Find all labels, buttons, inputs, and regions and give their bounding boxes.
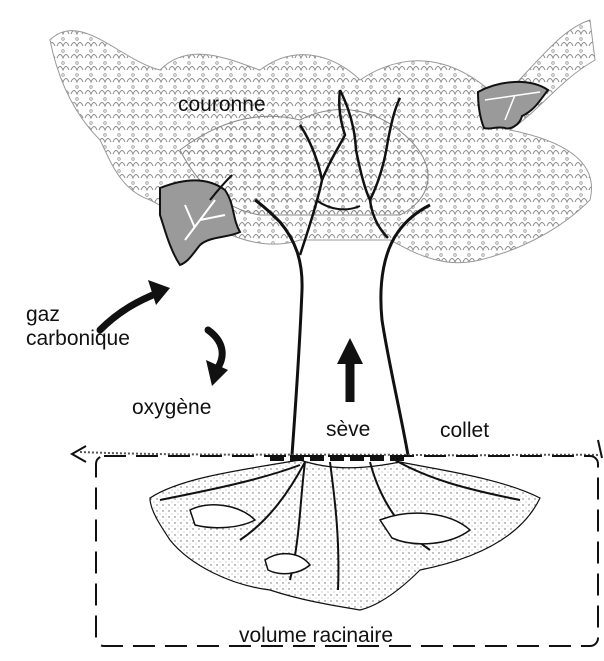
leaf-right xyxy=(478,82,548,129)
oxygen-arrow xyxy=(206,330,228,386)
label-crown: couronne xyxy=(178,93,266,117)
label-collar: collet xyxy=(440,419,489,443)
tree-crown-foliage xyxy=(50,20,595,263)
label-sap: sève xyxy=(326,418,370,442)
roots xyxy=(150,460,540,610)
ground-arrow-left xyxy=(72,446,86,462)
label-oxygen: oxygène xyxy=(132,396,211,420)
label-carbon-dioxide: gaz carbonique xyxy=(26,303,130,351)
sap-arrow xyxy=(337,338,363,402)
label-root-volume: volume racinaire xyxy=(239,624,393,648)
